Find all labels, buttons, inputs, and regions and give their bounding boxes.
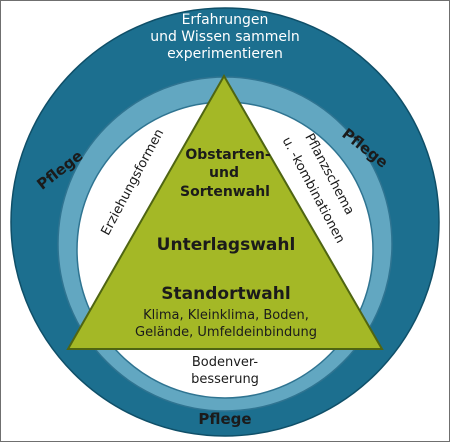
- site-factors-line1: Klima, Kleinklima, Boden,: [143, 308, 309, 323]
- care-label-bottom: Pflege: [198, 410, 251, 428]
- rootstock-choice-label: Unterlagswahl: [157, 235, 296, 255]
- fruit-variety-line2: und: [209, 165, 239, 181]
- site-choice-title: Standortwahl: [161, 284, 290, 304]
- outer-top-line2: und Wissen sammeln: [150, 29, 300, 45]
- soil-improvement-line2: besserung: [191, 372, 259, 387]
- outer-top-line3: experimentieren: [167, 46, 283, 62]
- fruit-variety-line3: Sortenwahl: [180, 184, 270, 200]
- site-factors-line2: Gelände, Umfeldeinbindung: [135, 325, 317, 340]
- soil-improvement-line1: Bodenver-: [192, 355, 259, 370]
- foundation-triangle: [66, 73, 384, 350]
- fruit-variety-line1: Obstarten-: [185, 147, 270, 163]
- outer-top-line1: Erfahrungen: [182, 12, 269, 28]
